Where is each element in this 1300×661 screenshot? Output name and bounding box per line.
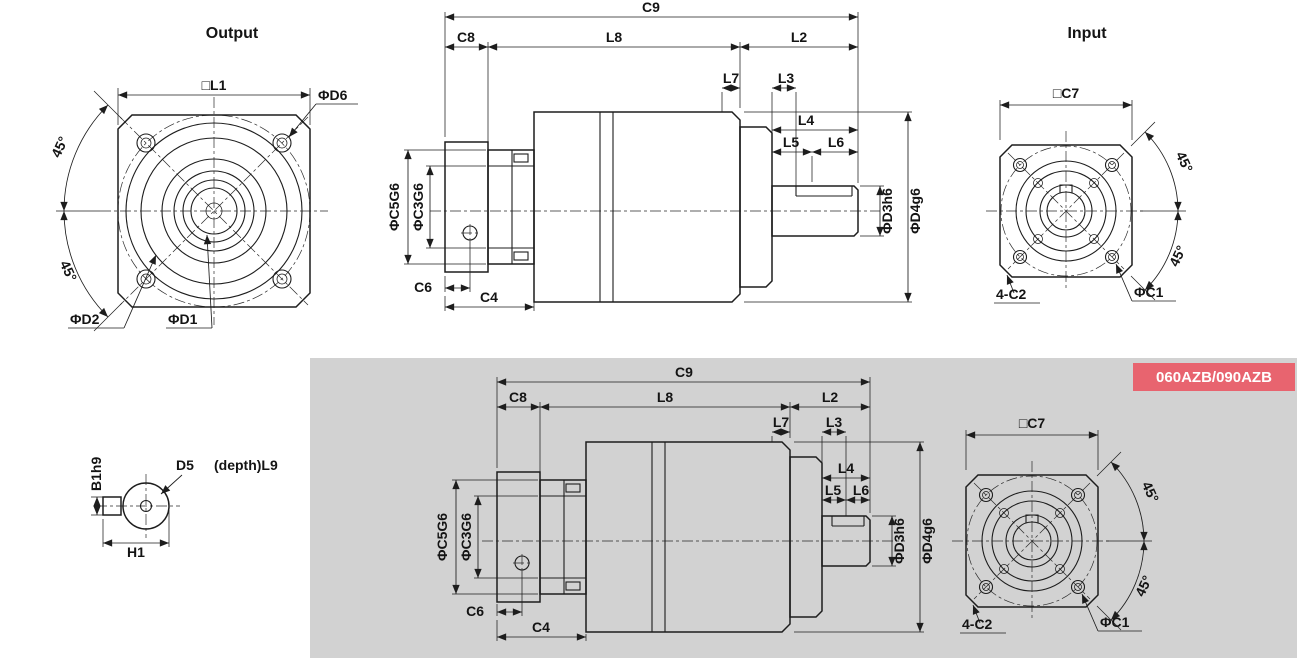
input-flange-outline: [986, 100, 1186, 303]
dim-label-c3g6: ΦC3G6: [410, 183, 426, 231]
dim-label-d3h6: ΦD3h6: [891, 518, 907, 564]
shaft-key-detail-view: B1h9 D5 (depth)L9 H1: [88, 457, 278, 560]
dim-label-l8: L8: [606, 29, 623, 45]
dim-label-d6: ΦD6: [318, 87, 348, 103]
output-flange-view: Output □L1 ΦD6: [48, 25, 358, 332]
dim-label-angle-top: 45°: [48, 134, 71, 160]
dim-label-4c2: 4-C2: [996, 286, 1027, 302]
dim-label-c3g6: ΦC3G6: [458, 513, 474, 561]
dim-label-l5: L5: [783, 134, 800, 150]
dim-label-c8: C8: [457, 29, 475, 45]
input-view-title: Input: [1067, 25, 1107, 42]
dim-label-l7: L7: [773, 414, 790, 430]
dim-label-l4: L4: [838, 460, 855, 476]
dim-label-c6: C6: [466, 603, 484, 619]
dim-label-l3: L3: [778, 70, 795, 86]
side-view-top: C9 C8 L8 L2 L7 L3 L4 L5 L6 ΦC5G6: [386, 0, 923, 311]
dim-label-c9: C9: [675, 364, 693, 380]
dim-label-d3h6: ΦD3h6: [879, 188, 895, 234]
dim-label-angle-top: 45°: [1173, 149, 1196, 175]
dim-label-l1: □L1: [202, 77, 227, 93]
dim-label-l6: L6: [828, 134, 845, 150]
model-badge: [1133, 363, 1295, 391]
side-view-bottom: C9 C8 L8 L2 L7 L3 L4 L5 L6 ΦC5G6: [434, 364, 935, 641]
dim-label-angle-bottom: 45°: [57, 258, 80, 284]
dim-label-l2: L2: [822, 389, 839, 405]
output-flange-dimensions: □L1 ΦD6 45° 45° ΦD2 ΦD1: [48, 77, 358, 332]
dim-label-l8: L8: [657, 389, 674, 405]
series-panel-background: [310, 358, 1297, 658]
side-view-top-outline: [430, 111, 880, 303]
dim-label-c4: C4: [480, 289, 498, 305]
dim-label-l4: L4: [798, 112, 815, 128]
side-view-bottom-dimensions: C9 C8 L8 L2 L7 L3 L4 L5 L6 ΦC5G6: [434, 364, 935, 641]
dim-label-d4g6: ΦD4g6: [907, 188, 923, 234]
dim-label-c7: □C7: [1053, 85, 1080, 101]
dim-label-d1: ΦD1: [168, 311, 198, 327]
dim-label-c5g6: ΦC5G6: [434, 513, 450, 561]
dim-label-c9: C9: [642, 0, 660, 15]
dim-label-angle-bottom: 45°: [1166, 243, 1189, 269]
dim-label-4c2: 4-C2: [962, 616, 993, 632]
dim-label-c7: □C7: [1019, 415, 1046, 431]
side-view-top-dimensions: C9 C8 L8 L2 L7 L3 L4 L5 L6 ΦC5G6: [386, 0, 923, 311]
dim-label-d5: D5: [176, 457, 194, 473]
model-badge-label: 060AZB/090AZB: [1156, 369, 1272, 386]
dim-label-d2: ΦD2: [70, 311, 100, 327]
dim-label-c5g6: ΦC5G6: [386, 183, 402, 231]
dim-label-h1: H1: [127, 544, 145, 560]
dim-label-b1h9: B1h9: [88, 457, 104, 491]
input-flange-view-top: Input □C7 45° 45° 4-C2 ΦC1: [986, 25, 1196, 303]
dim-label-l3: L3: [826, 414, 843, 430]
dim-label-l5: L5: [825, 482, 842, 498]
dim-label-l6: L6: [853, 482, 870, 498]
dim-label-c6: C6: [414, 279, 432, 295]
dim-label-c1: ΦC1: [1134, 284, 1164, 300]
dim-label-l2: L2: [791, 29, 808, 45]
side-view-bottom-outline: [482, 441, 905, 633]
dim-label-c1: ΦC1: [1100, 614, 1130, 630]
dim-label-c4: C4: [532, 619, 550, 635]
dim-label-depth-l9: (depth)L9: [214, 457, 278, 473]
dim-label-c8: C8: [509, 389, 527, 405]
dim-label-d4g6: ΦD4g6: [919, 518, 935, 564]
output-view-title: Output: [206, 25, 259, 42]
dim-label-l7: L7: [723, 70, 740, 86]
output-flange-outline: [100, 97, 328, 325]
